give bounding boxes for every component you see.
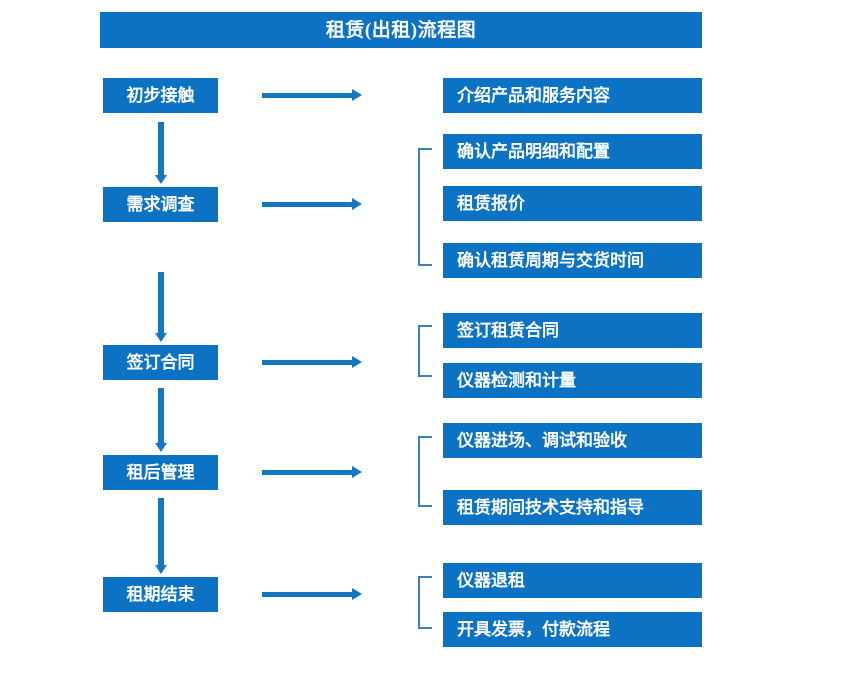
detail-label-1: 介绍产品和服务内容 xyxy=(457,86,610,105)
arrow-shaft xyxy=(262,360,353,365)
flow-arrow-right-3 xyxy=(262,356,362,368)
arrow-head-down-icon xyxy=(155,333,167,342)
detail-label-7: 仪器进场、调试和验收 xyxy=(457,431,627,450)
flow-arrow-right-4 xyxy=(262,466,362,478)
arrow-head-right-icon xyxy=(352,198,362,210)
arrow-shaft xyxy=(262,470,353,475)
stage-box-5[interactable]: 租期结束 xyxy=(103,577,218,612)
stage-box-3[interactable]: 签订合同 xyxy=(103,345,218,380)
detail-box-8[interactable]: 租赁期间技术支持和指导 xyxy=(443,490,702,525)
diagram-title-bar: 租赁(出租)流程图 xyxy=(100,12,702,48)
arrow-shaft xyxy=(262,202,353,207)
detail-box-5[interactable]: 签订租赁合同 xyxy=(443,313,702,348)
group-bracket-3 xyxy=(418,325,432,377)
group-bracket-4 xyxy=(418,436,432,507)
stage-label-3: 签订合同 xyxy=(126,353,195,372)
flow-arrow-down-4 xyxy=(155,498,167,574)
arrow-head-right-icon xyxy=(352,356,362,368)
detail-box-6[interactable]: 仪器检测和计量 xyxy=(443,363,702,398)
stage-label-4: 租后管理 xyxy=(126,463,195,482)
flow-arrow-down-3 xyxy=(155,388,167,452)
stage-label-5: 租期结束 xyxy=(126,585,195,604)
group-bracket-2 xyxy=(418,148,432,266)
stage-box-2[interactable]: 需求调查 xyxy=(103,187,218,222)
arrow-head-down-icon xyxy=(155,443,167,452)
arrow-shaft xyxy=(262,592,353,597)
flow-arrow-down-1 xyxy=(155,122,167,184)
arrow-head-right-icon xyxy=(352,466,362,478)
detail-label-5: 签订租赁合同 xyxy=(457,321,559,340)
detail-box-2[interactable]: 确认产品明细和配置 xyxy=(443,134,702,169)
arrow-head-right-icon xyxy=(352,588,362,600)
detail-label-2: 确认产品明细和配置 xyxy=(457,142,610,161)
detail-label-6: 仪器检测和计量 xyxy=(457,371,576,390)
arrow-shaft xyxy=(158,388,164,443)
arrow-shaft xyxy=(158,272,164,333)
arrow-shaft xyxy=(262,93,353,98)
stage-label-2: 需求调查 xyxy=(126,195,195,214)
arrow-head-down-icon xyxy=(155,175,167,184)
detail-label-8: 租赁期间技术支持和指导 xyxy=(457,498,644,517)
group-bracket-5 xyxy=(418,576,432,629)
stage-label-1: 初步接触 xyxy=(126,86,195,105)
detail-box-10[interactable]: 开具发票，付款流程 xyxy=(443,612,702,647)
detail-box-4[interactable]: 确认租赁周期与交货时间 xyxy=(443,243,702,278)
detail-box-9[interactable]: 仪器退租 xyxy=(443,563,702,598)
detail-label-3: 租赁报价 xyxy=(457,194,525,213)
detail-label-9: 仪器退租 xyxy=(457,571,525,590)
arrow-shaft xyxy=(158,122,164,175)
flow-arrow-down-2 xyxy=(155,272,167,342)
stage-box-4[interactable]: 租后管理 xyxy=(103,455,218,490)
detail-box-7[interactable]: 仪器进场、调试和验收 xyxy=(443,423,702,458)
detail-label-4: 确认租赁周期与交货时间 xyxy=(457,251,644,270)
detail-box-1[interactable]: 介绍产品和服务内容 xyxy=(443,78,702,113)
stage-box-1[interactable]: 初步接触 xyxy=(103,78,218,113)
page-title: 租赁(出租)流程图 xyxy=(325,19,477,41)
detail-label-10: 开具发票，付款流程 xyxy=(457,620,610,639)
detail-box-3[interactable]: 租赁报价 xyxy=(443,186,702,221)
flow-arrow-right-2 xyxy=(262,198,362,210)
arrow-shaft xyxy=(158,498,164,565)
flow-arrow-right-1 xyxy=(262,89,362,101)
flow-arrow-right-5 xyxy=(262,588,362,600)
arrow-head-right-icon xyxy=(352,89,362,101)
arrow-head-down-icon xyxy=(155,565,167,574)
